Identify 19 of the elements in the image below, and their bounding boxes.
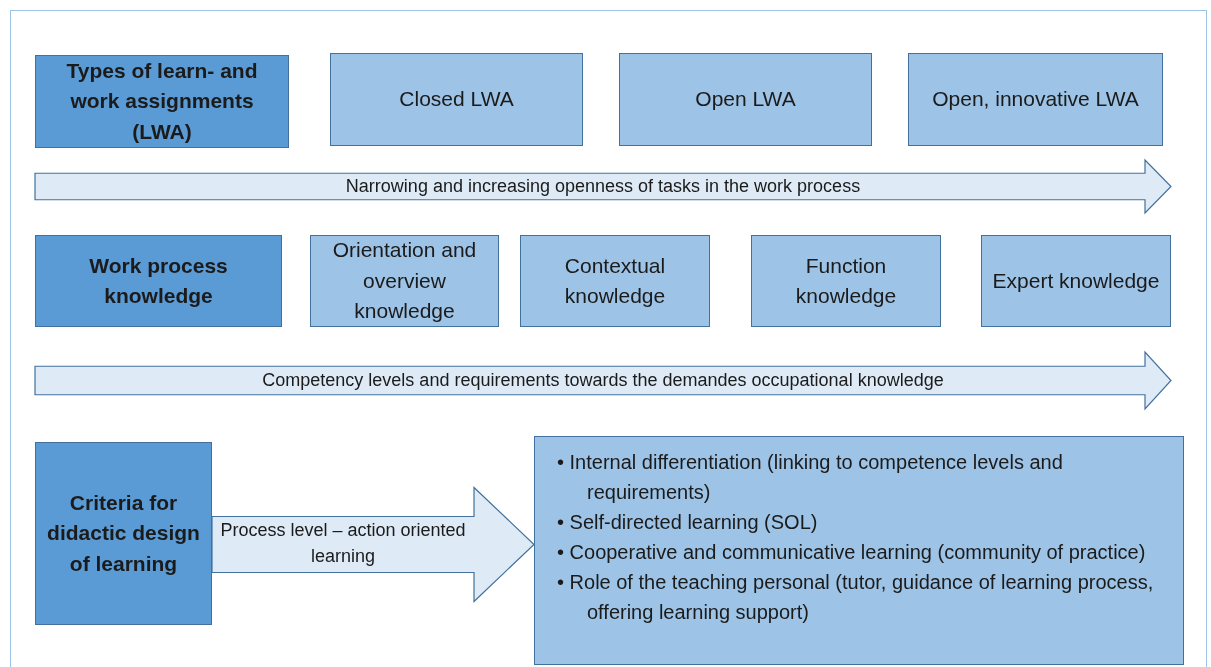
category-box: Closed LWA <box>330 53 583 146</box>
header-box: Types of learn- and work assignments (LWA) <box>35 55 289 148</box>
bullet-item: • Role of the teaching personal (tutor, guidance of learning process, offering learning support) <box>556 570 1155 625</box>
list-box <box>534 436 1184 665</box>
category-box: Function knowledge <box>751 235 941 327</box>
block-arrow <box>35 352 1171 409</box>
bullet-item: • Self-directed learning (SOL) <box>556 510 819 535</box>
category-box: Open LWA <box>619 53 872 146</box>
arrow-label: Narrowing and increasing openness of tasks in the work process <box>345 174 861 198</box>
category-box: Orientation and overview knowledge <box>310 235 499 327</box>
category-box: Contextual knowledge <box>520 235 710 327</box>
category-box: Expert knowledge <box>981 235 1171 327</box>
block-arrow <box>35 160 1171 213</box>
bullet-item: • Cooperative and communicative learning (community of practice) <box>556 540 1147 565</box>
bullet-item: • Internal differentiation (linking to competence levels and requirements) <box>556 450 1064 505</box>
category-box: Open, innovative LWA <box>908 53 1163 146</box>
header-box: Work process knowledge <box>35 235 282 327</box>
arrow-label: Competency levels and requirements towards the demandes occupational knowledge <box>262 368 944 392</box>
header-box: Criteria for didactic design of learning <box>35 442 212 625</box>
